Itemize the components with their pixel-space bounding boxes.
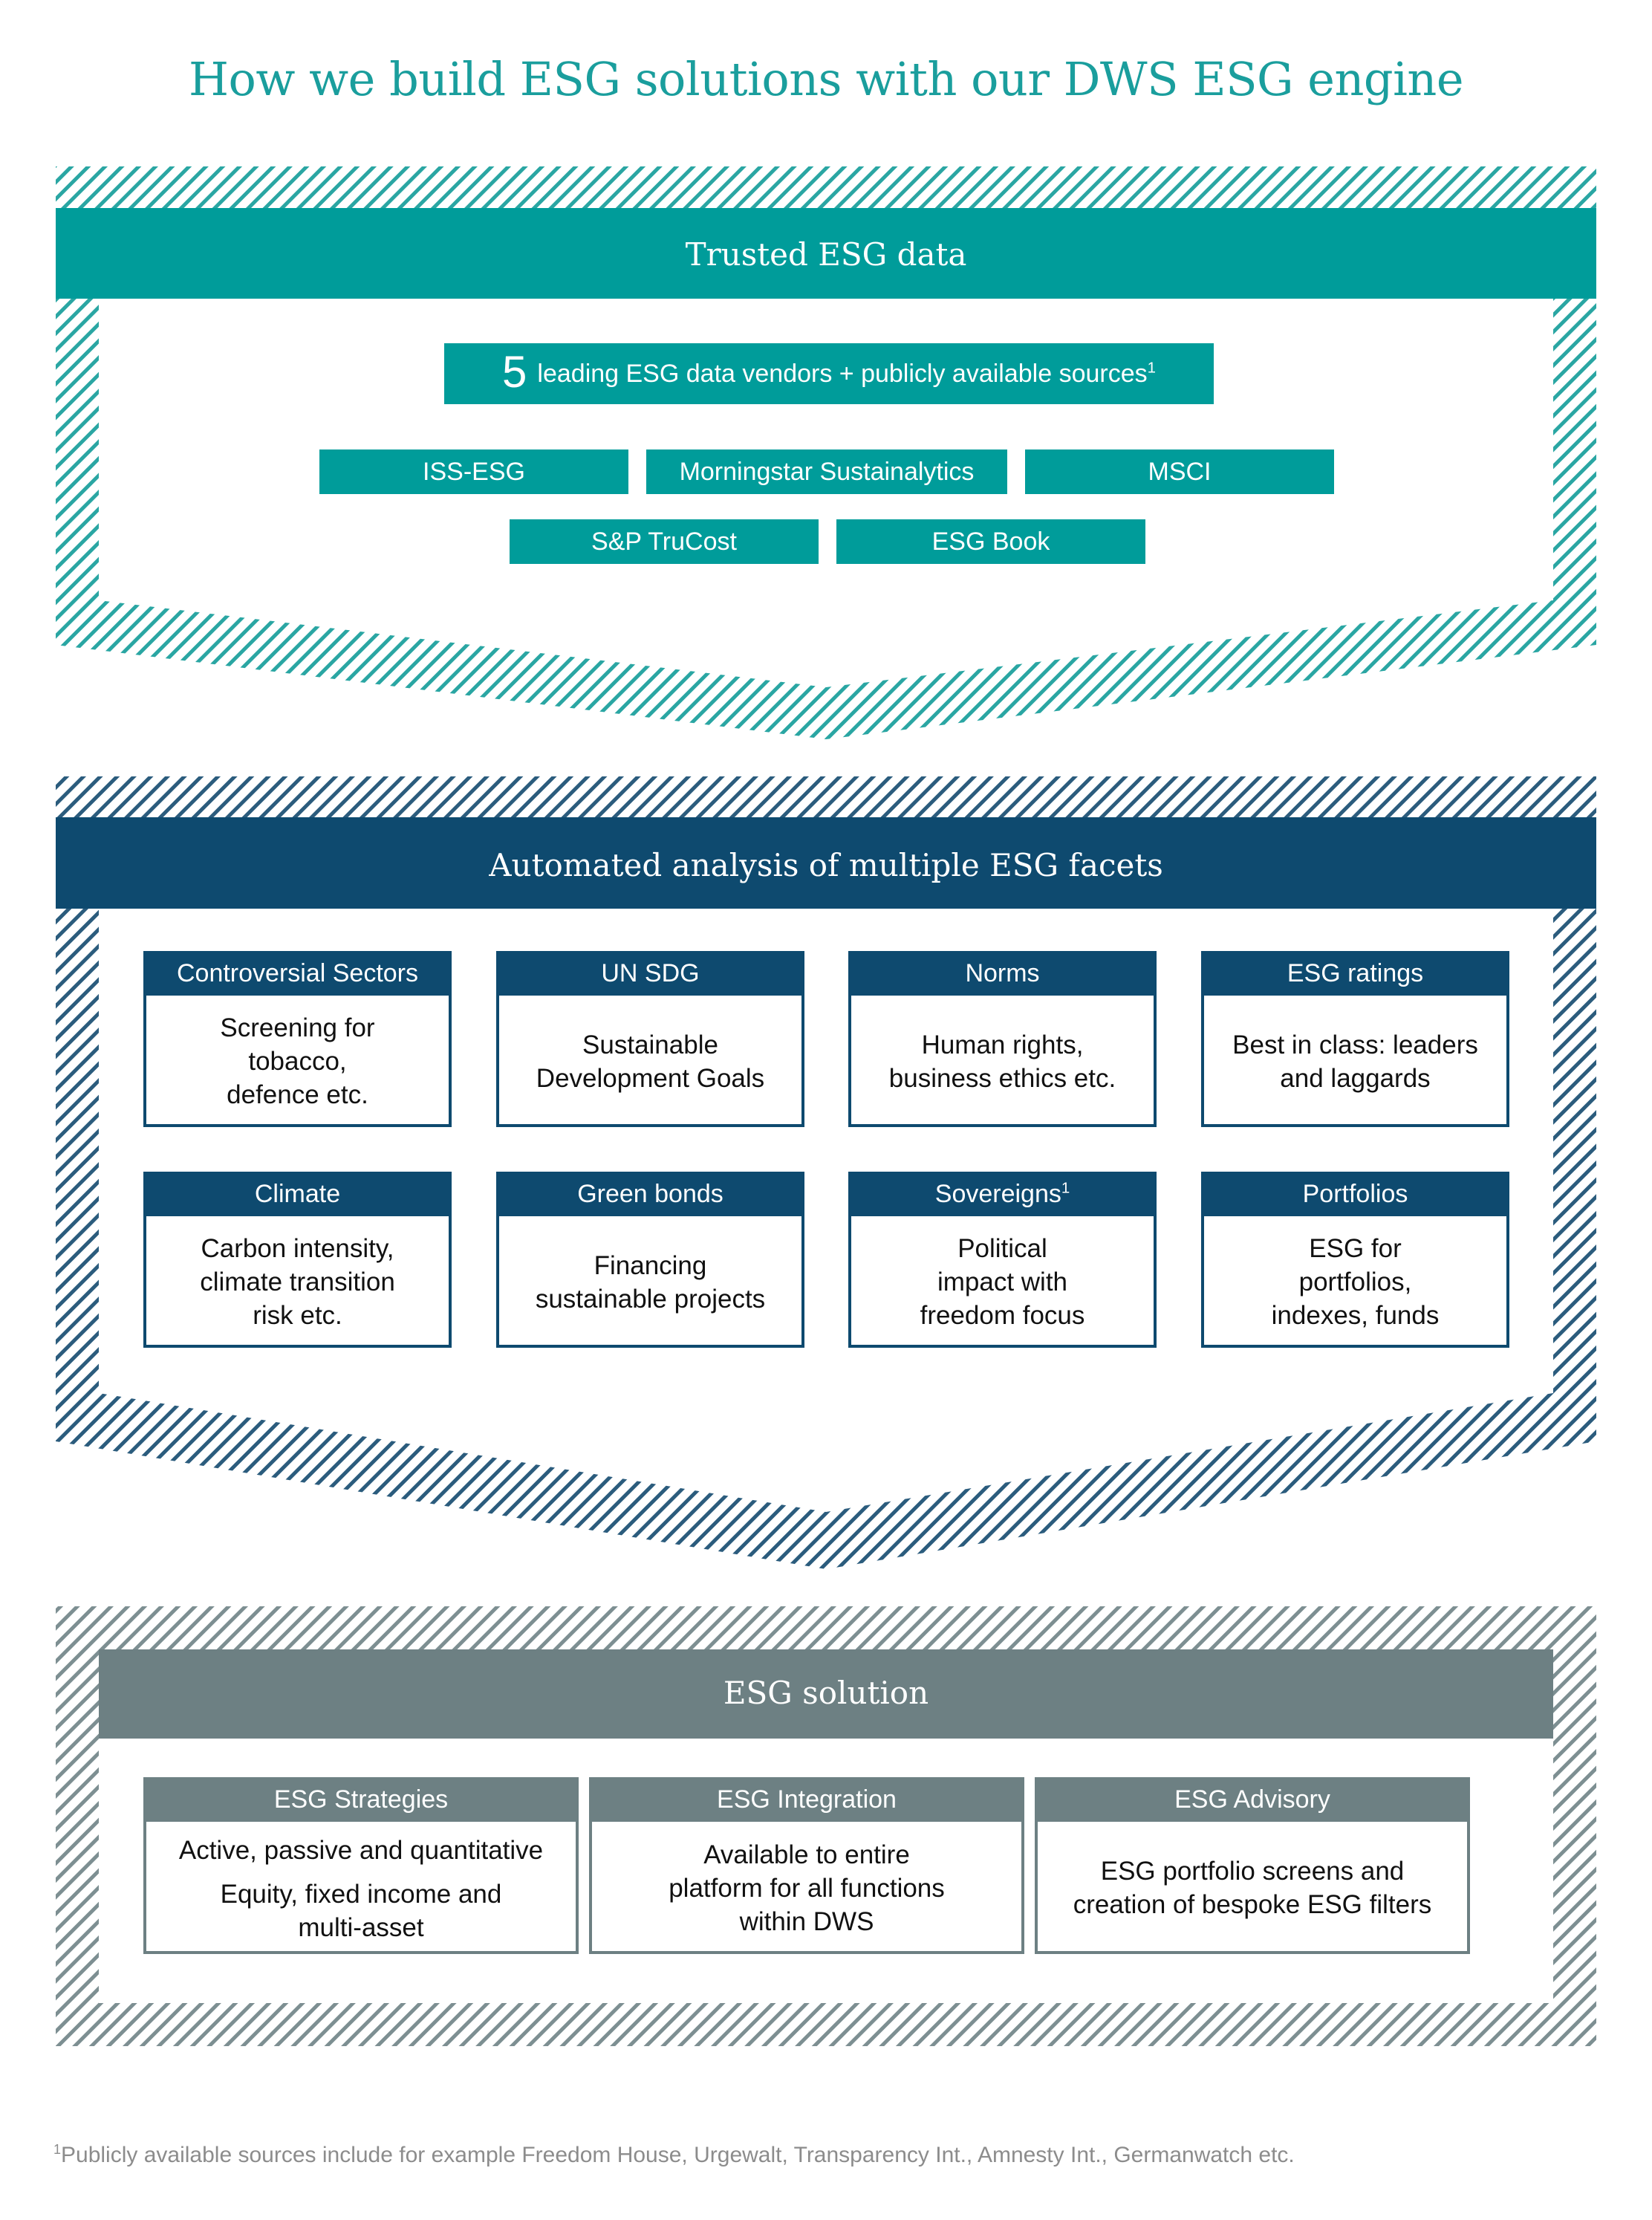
section1-title: Trusted ESG data bbox=[685, 236, 967, 273]
section1-header-band bbox=[56, 208, 1596, 299]
section2-title: Automated analysis of multiple ESG facet… bbox=[489, 847, 1163, 883]
solution-card-esg-strategies: ESG Strategies Active, passive and quant… bbox=[143, 1777, 579, 1954]
vendor-iss-esg: ISS-ESG bbox=[319, 449, 628, 494]
facet-header: Sovereigns1 bbox=[848, 1172, 1157, 1216]
footnote-mark: 1 bbox=[53, 2142, 62, 2157]
facet-body: Human rights,business ethics etc. bbox=[888, 1030, 1116, 1093]
facet-header: Controversial Sectors bbox=[143, 951, 452, 996]
facet-header: Portfolios bbox=[1201, 1172, 1509, 1216]
solution-header: ESG Strategies bbox=[143, 1777, 579, 1822]
vendors-count: 5 bbox=[502, 346, 527, 397]
footnote-mark: 1 bbox=[1147, 360, 1156, 377]
facet-header: Climate bbox=[143, 1172, 452, 1216]
facet-header: UN SDG bbox=[496, 951, 804, 996]
section2-inner-panel bbox=[99, 909, 1553, 1512]
vendor-msci: MSCI bbox=[1025, 449, 1334, 494]
facet-card-climate: Climate Carbon intensity,climate transit… bbox=[143, 1172, 452, 1348]
facet-card-norms: Norms Human rights,business ethics etc. bbox=[848, 951, 1157, 1127]
facet-header: Norms bbox=[848, 951, 1157, 996]
section3-header-band bbox=[99, 1649, 1553, 1739]
vendors-lead-banner: 5 leading ESG data vendors + publicly av… bbox=[444, 343, 1214, 404]
vendor-morningstar-sustainalytics: Morningstar Sustainalytics bbox=[646, 449, 1007, 494]
solution-header: ESG Advisory bbox=[1035, 1777, 1470, 1822]
footnote-mark: 1 bbox=[1061, 1180, 1070, 1197]
vendor-esg-book: ESG Book bbox=[836, 519, 1145, 564]
section2-header-band bbox=[56, 817, 1596, 909]
solution-body: Active, passive and quantitative Equity,… bbox=[178, 1836, 544, 1942]
vendors-lead-text: leading ESG data vendors + publicly avai… bbox=[537, 359, 1156, 388]
footnote: 1Publicly available sources include for … bbox=[53, 2142, 1295, 2167]
vendor-sp-trucost: S&P TruCost bbox=[510, 519, 819, 564]
section3-title: ESG solution bbox=[723, 1675, 929, 1711]
facet-header: ESG ratings bbox=[1201, 951, 1509, 996]
facet-header: Green bonds bbox=[496, 1172, 804, 1216]
solution-header: ESG Integration bbox=[589, 1777, 1024, 1822]
page-title: How we build ESG solutions with our DWS … bbox=[188, 52, 1464, 106]
